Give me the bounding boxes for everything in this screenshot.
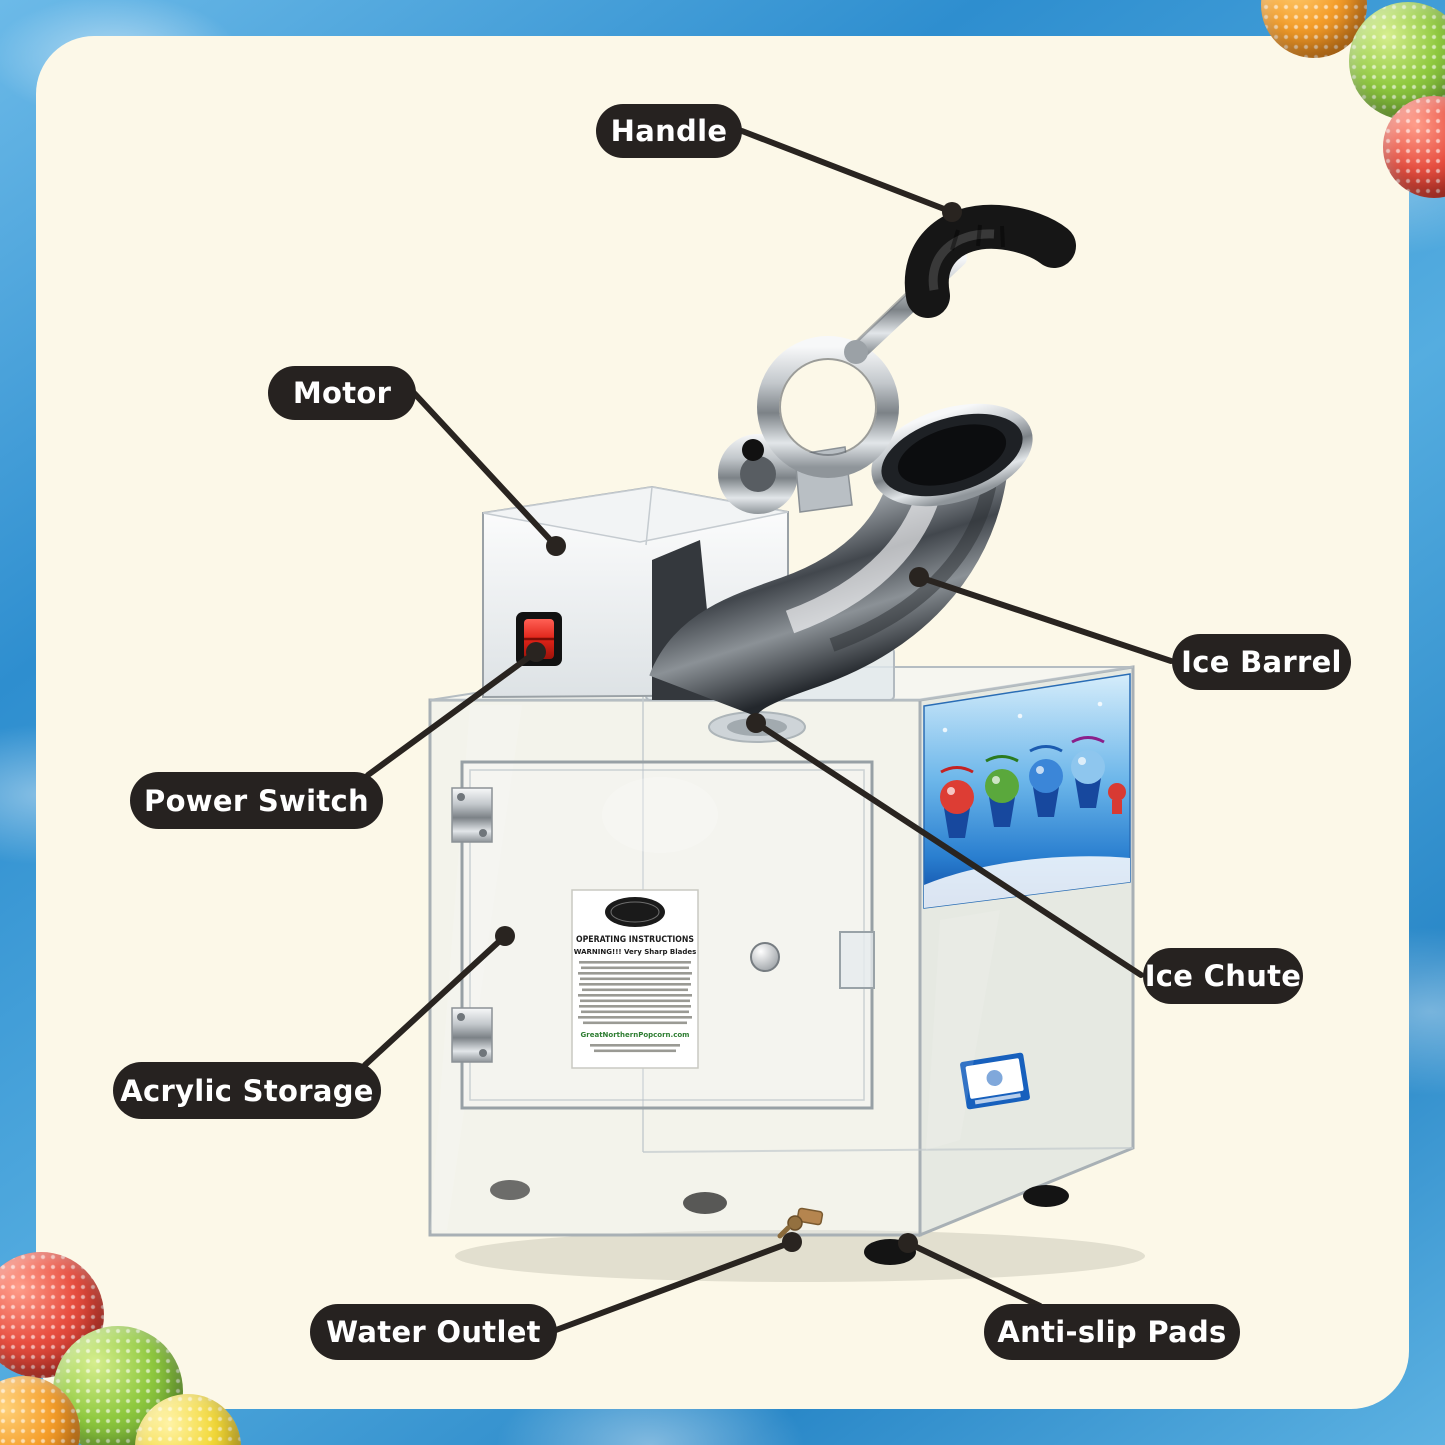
callout-text-ice-chute: Ice Chute bbox=[1144, 959, 1302, 993]
door-latch bbox=[839, 931, 875, 989]
sticker-warning: WARNING!!! Very Sharp Blades bbox=[574, 948, 697, 956]
handle-grip bbox=[904, 204, 1076, 318]
dot-ice-barrel bbox=[909, 567, 929, 587]
callout-text-power-switch: Power Switch bbox=[144, 783, 369, 818]
pivot-knob bbox=[742, 439, 764, 461]
dot-anti-slip-pads bbox=[898, 1233, 918, 1253]
water-outlet-valve bbox=[777, 1207, 824, 1239]
callout-label-power-switch: Power Switch bbox=[130, 772, 383, 829]
handle-assembly bbox=[742, 204, 1076, 513]
dot-power-switch bbox=[526, 642, 546, 662]
dot-ice-chute bbox=[746, 713, 766, 733]
connector-power-switch bbox=[365, 649, 539, 778]
snow-cone-lightblue bbox=[1071, 750, 1105, 808]
door-hinge-bottom bbox=[451, 1007, 493, 1063]
machine-shadow bbox=[455, 1230, 1145, 1282]
door-hinge-top bbox=[451, 787, 493, 843]
callout-text-water-outlet: Water Outlet bbox=[326, 1315, 541, 1349]
dot-motor bbox=[546, 536, 566, 556]
connector-water-outlet bbox=[553, 1239, 795, 1333]
brand-sticker bbox=[960, 1052, 1030, 1110]
callout-text-anti-slip-pads: Anti-slip Pads bbox=[997, 1315, 1227, 1349]
sticker-title: OPERATING INSTRUCTIONS bbox=[576, 935, 694, 945]
callout-connectors bbox=[362, 128, 1174, 1333]
connector-ice-chute bbox=[753, 720, 1144, 978]
door-knob bbox=[750, 942, 780, 972]
dot-water-outlet bbox=[782, 1232, 802, 1252]
connector-acrylic-storage bbox=[362, 933, 508, 1068]
ice-barrel-opening bbox=[871, 403, 1033, 507]
callout-label-water-outlet: Water Outlet bbox=[310, 1304, 557, 1360]
callout-text-motor: Motor bbox=[292, 376, 392, 410]
callout-label-ice-chute: Ice Chute bbox=[1143, 948, 1303, 1004]
callout-label-acrylic-storage: Acrylic Storage bbox=[113, 1062, 381, 1119]
callout-label-anti-slip-pads: Anti-slip Pads bbox=[984, 1304, 1240, 1360]
snow-cone-red bbox=[940, 780, 974, 838]
door-sticker: OPERATING INSTRUCTIONS WARNING!!! Very S… bbox=[571, 889, 699, 1069]
dot-acrylic-storage bbox=[495, 926, 515, 946]
connector-ice-barrel bbox=[916, 574, 1174, 664]
callout-dots bbox=[495, 202, 962, 1253]
mascot-figure bbox=[1108, 783, 1126, 814]
callout-label-ice-barrel: Ice Barrel bbox=[1172, 634, 1351, 690]
connector-handle bbox=[739, 128, 955, 215]
snow-cone-graphic-panel bbox=[923, 673, 1131, 909]
sticker-website: GreatNorthernPopcorn.com bbox=[581, 1031, 690, 1039]
callout-text-ice-barrel: Ice Barrel bbox=[1181, 645, 1342, 679]
connector-motor bbox=[411, 390, 559, 549]
callout-label-motor: Motor bbox=[268, 366, 416, 420]
callout-text-handle: Handle bbox=[610, 114, 728, 148]
callout-text-acrylic-storage: Acrylic Storage bbox=[120, 1073, 374, 1108]
handle-ring bbox=[757, 336, 899, 478]
dot-handle bbox=[942, 202, 962, 222]
storage-door: OPERATING INSTRUCTIONS WARNING!!! Very S… bbox=[451, 760, 875, 1110]
sticker-footer-lines bbox=[590, 1044, 680, 1053]
snow-cone-blue bbox=[1029, 759, 1063, 817]
sticker-body-text-lines bbox=[578, 961, 692, 1025]
snow-cone-green bbox=[985, 769, 1019, 827]
callout-label-handle: Handle bbox=[596, 104, 742, 158]
connector-anti-slip-pads bbox=[905, 1240, 1043, 1309]
